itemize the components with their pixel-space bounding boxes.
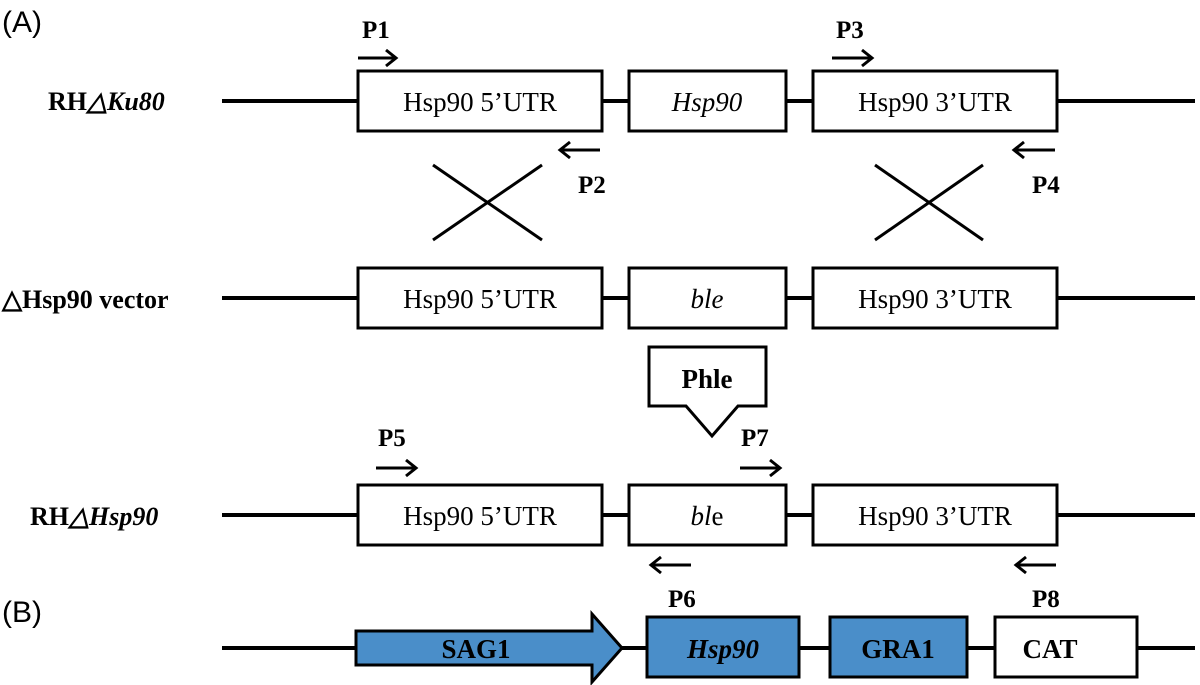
phle-label: Phle [682, 364, 733, 394]
row-rh-ku80: RH△Ku80 Hsp90 5’UTR Hsp90 Hsp90 3’UTR [48, 69, 1195, 133]
primer-p7: P7 [740, 425, 783, 478]
arrow-icon [376, 458, 419, 478]
primer-label-p8: P8 [1032, 586, 1060, 613]
hsp90-label-b: Hsp90 [686, 634, 760, 664]
utr5-box-hsp90 [356, 483, 604, 547]
utr5-box-vector [356, 266, 604, 330]
arrow-icon [1013, 555, 1056, 575]
primer-p6: P6 [648, 555, 696, 613]
cross-icon [432, 163, 543, 242]
primer-p4: P4 [1011, 140, 1060, 199]
arrow-icon [832, 48, 875, 68]
utr5-label-vector: Hsp90 5’UTR [403, 284, 557, 314]
primer-label-p1: P1 [362, 17, 390, 44]
sag1-label: SAG1 [441, 634, 510, 664]
primer-label-p7: P7 [741, 425, 769, 452]
panel-label-a: (A) [2, 6, 42, 39]
utr3-label-vector: Hsp90 3’UTR [858, 284, 1012, 314]
utr3-box-ku80 [811, 69, 1059, 133]
primer-p3: P3 [832, 17, 875, 68]
ble-box-vector [627, 266, 788, 330]
row-label-vector: △Hsp90 vector [1, 285, 169, 314]
gra1-box [828, 615, 969, 679]
arrow-icon [358, 48, 399, 68]
sag1-promoter-arrow [354, 610, 625, 685]
primer-label-p5: P5 [378, 425, 406, 452]
utr5-label-ku80: Hsp90 5’UTR [403, 87, 557, 117]
ble-label-hsp90: ble [691, 501, 724, 531]
row-vector: △Hsp90 vector Hsp90 5’UTR ble Hsp90 3’UT… [1, 266, 1195, 330]
primer-label-p4: P4 [1032, 172, 1060, 199]
arrow-icon [740, 458, 783, 478]
row-label-hsp90: RH△Hsp90 [30, 502, 158, 531]
arrow-icon [557, 140, 600, 160]
primer-label-p2: P2 [578, 172, 606, 199]
row-label-ku80: RH△Ku80 [48, 87, 165, 116]
gra1-label: GRA1 [861, 634, 935, 664]
primer-p8: P8 [1013, 555, 1060, 613]
arrow-icon [648, 555, 691, 575]
utr3-label-hsp90: Hsp90 3’UTR [858, 501, 1012, 531]
arrow-icon [1011, 140, 1055, 160]
cat-box [993, 615, 1139, 679]
cross-icon [874, 163, 984, 242]
utr5-label-hsp90: Hsp90 5’UTR [403, 501, 557, 531]
ble-label-vector: ble [691, 284, 724, 314]
phle-callout: Phle [647, 345, 768, 439]
panel-label-b: (B) [2, 596, 42, 629]
row-rh-hsp90: RH△Hsp90 Hsp90 5’UTR ble Hsp90 3’UTR [30, 483, 1195, 547]
utr5-box-ku80 [356, 69, 604, 133]
down-arrow-callout [647, 345, 768, 439]
primer-label-p6: P6 [668, 586, 696, 613]
cat-label: CAT [1022, 634, 1077, 664]
hsp90-box-b [645, 615, 801, 679]
primer-p2: P2 [557, 140, 606, 199]
hsp90-gene-box [627, 69, 788, 133]
hsp90-gene-label: Hsp90 [671, 87, 743, 117]
ble-box-hsp90 [627, 483, 788, 547]
primer-label-p3: P3 [836, 17, 864, 44]
utr3-label-ku80: Hsp90 3’UTR [858, 87, 1012, 117]
utr3-box-vector [811, 266, 1059, 330]
primer-p5: P5 [376, 425, 419, 478]
primer-p1: P1 [358, 17, 399, 68]
utr3-box-hsp90 [811, 483, 1059, 547]
construct-b: SAG1 Hsp90 GRA1 CAT [222, 610, 1195, 685]
